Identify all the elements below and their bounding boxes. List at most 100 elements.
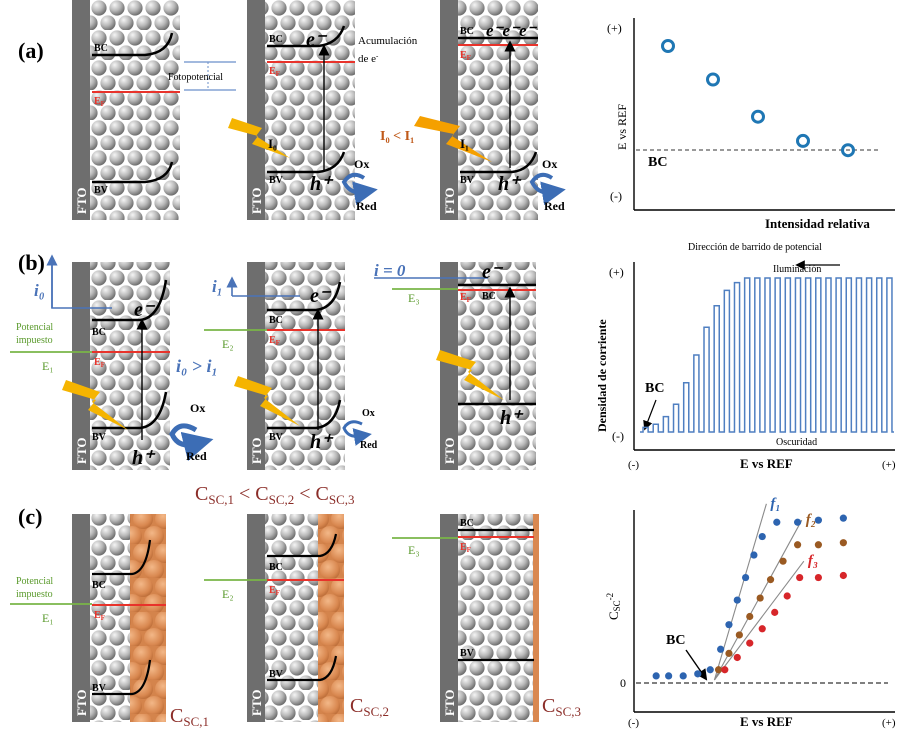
sweep-direction-label: Dirección de barrido de potencial — [688, 242, 822, 253]
fto-layer — [247, 262, 265, 470]
x-axis-label: Intensidad relativa — [765, 216, 870, 231]
y-axis-label: CSC-2 — [605, 593, 622, 620]
potential-value: E₂ — [222, 587, 234, 601]
zero-current-label: i = 0 — [374, 261, 406, 280]
x-axis-label: E vs REF — [740, 456, 793, 471]
fto-label: FTO — [249, 438, 264, 465]
fermi-label: EF — [460, 292, 471, 304]
y-axis-label: Densidad de corriente — [595, 319, 609, 432]
potential-label: Potencial — [16, 322, 53, 333]
data-point — [839, 571, 847, 580]
electrode-c3: FTO BC E₃ EF BV CSC,3 — [392, 514, 581, 722]
valence-band — [267, 655, 338, 682]
data-point — [661, 39, 675, 53]
electron-label: e⁻ — [310, 285, 332, 307]
fto-layer — [440, 0, 458, 220]
panel-c-label: (c) — [18, 504, 42, 529]
fermi-label: EF — [269, 585, 280, 597]
bv-label: BV — [94, 185, 109, 196]
conduction-band — [267, 533, 338, 558]
data-point — [714, 666, 723, 674]
fto-layer — [72, 514, 90, 722]
data-point — [766, 576, 775, 584]
data-point — [717, 645, 725, 653]
data-point — [814, 516, 823, 524]
redox-arrow-icon — [169, 423, 214, 461]
y-tick-bottom: (-) — [610, 189, 622, 203]
ox-label: Ox — [190, 401, 205, 415]
red-label: Red — [356, 199, 377, 213]
bv-label: BV — [269, 432, 284, 443]
bc-label: BC — [460, 518, 474, 529]
capacitance-label: CSC,3 — [542, 695, 581, 719]
electrode-a1: FTO BC EF BV — [72, 0, 180, 220]
panel-b: (b) FTO i₀ e⁻ BC Potencial impuesto E₁ E… — [10, 242, 896, 471]
conduction-band — [267, 25, 346, 48]
bc-pointer — [685, 649, 708, 681]
red-label: Red — [360, 440, 378, 451]
light-flash-icon — [234, 376, 300, 426]
electrolyte-layer — [130, 514, 166, 722]
fermi-label: EF — [269, 66, 280, 78]
photopotential-chart: (+) (-) E vs REF Intensidad relativa BC — [607, 18, 895, 231]
ox-label: Ox — [362, 408, 375, 419]
photocurrent-trace — [640, 277, 894, 433]
data-point — [771, 608, 779, 616]
fto-label: FTO — [249, 188, 264, 215]
fto-layer — [72, 0, 90, 220]
semiconductor-particles — [458, 0, 538, 220]
x-axis-label: E vs REF — [740, 714, 793, 729]
data-point — [751, 109, 765, 124]
fto-label: FTO — [74, 690, 89, 717]
fit-label: f₂ — [806, 512, 816, 528]
data-point — [721, 666, 729, 674]
electron-label: e⁻ — [482, 261, 504, 283]
conduction-band — [92, 539, 152, 576]
current-label: i₀ — [34, 281, 45, 300]
intensity-label: I₁ — [460, 136, 469, 151]
redox-arrow-icon — [342, 420, 372, 446]
potential-label-2: impuesto — [16, 335, 53, 346]
data-point — [796, 133, 810, 148]
photocurrent-chart: Dirección de barrido de potencial Ilumin… — [595, 242, 896, 471]
potential-label: Potencial — [16, 576, 53, 587]
electrolyte-layer — [318, 514, 344, 722]
fermi-label: EF — [94, 96, 105, 108]
hole-label: h⁺ — [498, 173, 522, 195]
panel-c: (c) CSC,1 < CSC,2 < CSC,3 FTO BC Potenci… — [10, 483, 896, 729]
ox-label: Ox — [542, 157, 557, 171]
data-point — [779, 557, 787, 565]
light-flash-icon — [414, 116, 492, 162]
fermi-label: EF — [269, 335, 280, 347]
semiconductor-particles — [90, 262, 170, 470]
data-point — [794, 541, 802, 549]
bv-label: BV — [460, 648, 475, 659]
fto-label: FTO — [442, 438, 457, 465]
red-label: Red — [186, 449, 207, 463]
bc-label: BC — [269, 34, 283, 45]
data-point — [839, 514, 847, 522]
current-relation: i₀ > i₁ — [176, 356, 218, 376]
valence-band — [460, 151, 538, 174]
bc-label: BC — [460, 26, 474, 37]
fermi-label: EF — [94, 610, 105, 622]
valence-band — [92, 391, 168, 430]
bv-label: BV — [269, 175, 284, 186]
data-point — [814, 541, 823, 549]
semiconductor-particles — [458, 514, 534, 722]
bv-label: BV — [269, 669, 284, 680]
bc-label: BC — [666, 633, 685, 648]
redox-arrow-icon — [529, 172, 566, 206]
electrode-b1: FTO i₀ e⁻ BC Potencial impuesto E₁ EF BV… — [10, 254, 214, 470]
zero-label: 0 — [620, 676, 626, 690]
electrode-c1: FTO BC Potencial impuesto E₁ EF BV CSC,1 — [10, 514, 209, 729]
x-tick-left: (-) — [628, 717, 639, 729]
x-tick-right: (+) — [882, 459, 896, 471]
electrode-b2: FTO i₁ e⁻ BC E₂ EF BV h⁺ Ox Red — [204, 262, 378, 470]
potential-label-2: impuesto — [16, 589, 53, 600]
data-point — [706, 666, 714, 674]
capacitance-label: CSC,1 — [170, 705, 209, 729]
electron-label: e⁻ — [134, 299, 156, 321]
